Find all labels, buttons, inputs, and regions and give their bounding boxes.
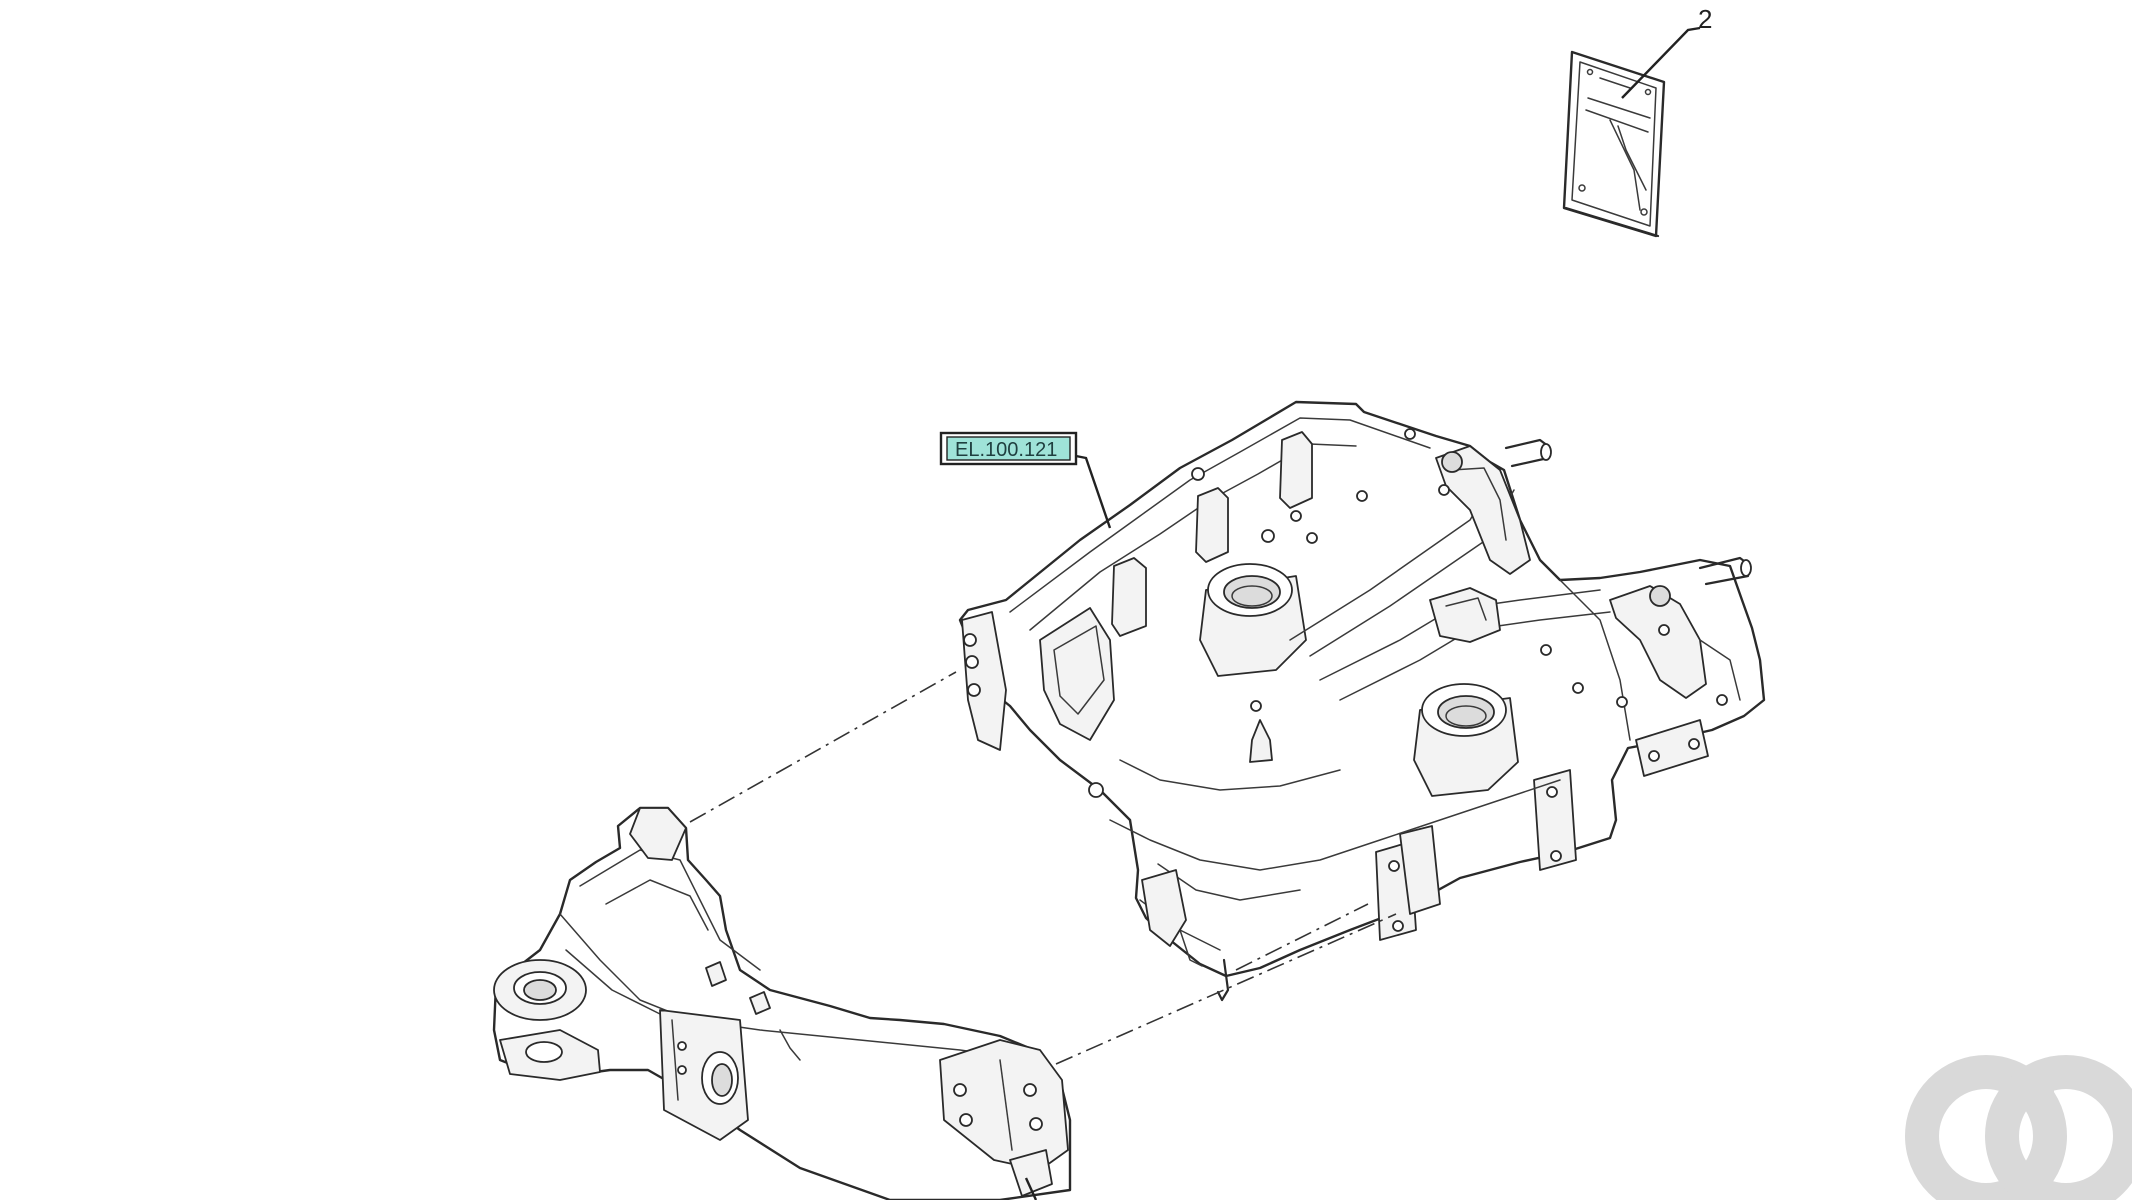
leader-line-item-2 [1621,26,1701,99]
reference-label[interactable]: EL.100.121 [955,439,1057,461]
decal-plate[interactable] [1562,50,1666,238]
ao-logo-icon [1905,1055,2132,1200]
reference-label-box [946,436,1071,461]
callout-item-2[interactable]: 2 [1698,4,1712,34]
lower-axle-support[interactable] [492,806,1072,1200]
alignment-lines [689,671,1397,1065]
front-frame-casting[interactable] [958,400,1766,1002]
lower-leader-stub [1024,1177,1038,1200]
reference-callout[interactable]: EL.100.121 [939,431,1078,466]
reference-leader-line [1075,454,1112,529]
